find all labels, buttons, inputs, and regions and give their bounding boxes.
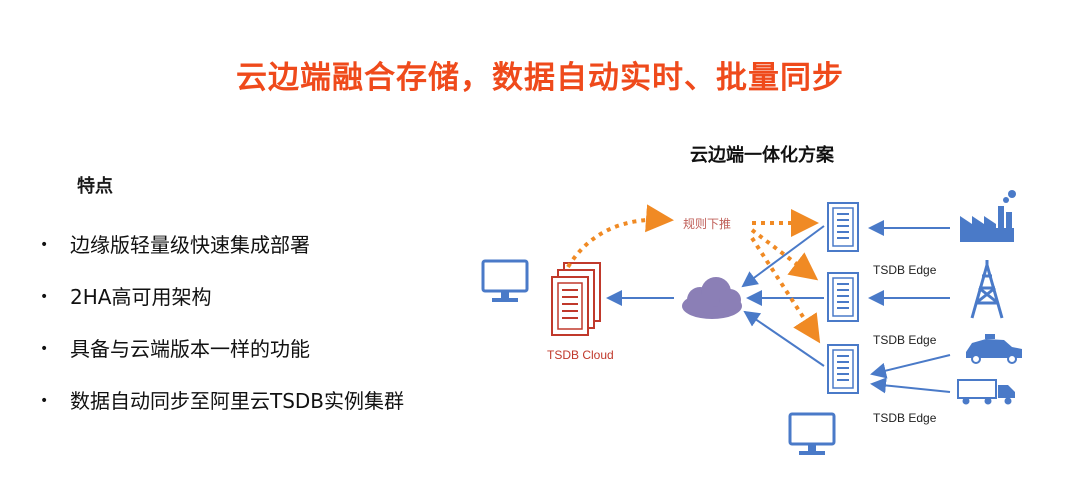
feature-text: 具备与云端版本一样的功能 — [70, 337, 310, 361]
bullet-icon: • — [40, 341, 49, 357]
truck-icon — [957, 379, 1015, 405]
feature-item: • 具备与云端版本一样的功能 — [40, 334, 404, 386]
car-icon — [966, 334, 1022, 364]
bullet-icon: • — [40, 393, 49, 409]
feature-text: 数据自动同步至阿里云TSDB实例集群 — [70, 389, 405, 413]
bullet-icon: • — [40, 289, 49, 305]
diagram-title: 云边端一体化方案 — [690, 145, 834, 166]
edge-label: TSDB Edge — [873, 333, 937, 347]
features-heading: 特点 — [77, 176, 113, 197]
monitor-icon — [788, 412, 836, 457]
feature-item: • 边缘版轻量级快速集成部署 — [40, 230, 404, 282]
feature-item: • 数据自动同步至阿里云TSDB实例集群 — [40, 386, 404, 438]
feature-text: 2HA高可用架构 — [70, 285, 212, 309]
factory-icon — [960, 190, 1016, 242]
feature-text: 边缘版轻量级快速集成部署 — [70, 233, 310, 257]
oil-rig-icon — [970, 260, 1004, 319]
monitor-icon — [481, 259, 529, 304]
server-stack-icon — [827, 344, 859, 394]
cloud-icon — [682, 277, 742, 319]
server-stack-icon — [551, 262, 601, 336]
feature-item: • 2HA高可用架构 — [40, 282, 404, 334]
bullet-icon: • — [40, 237, 49, 253]
edge-label: TSDB Edge — [873, 263, 937, 277]
cloud-label: TSDB Cloud — [547, 348, 614, 362]
edge-label: TSDB Edge — [873, 411, 937, 425]
server-stack-icon — [827, 202, 859, 252]
features-list: • 边缘版轻量级快速集成部署 • 2HA高可用架构 • 具备与云端版本一样的功能 • 数… — [40, 230, 404, 438]
server-stack-icon — [827, 272, 859, 322]
push-label: 规则下推 — [683, 216, 731, 231]
page-title: 云边端融合存储，数据自动实时、批量同步 — [236, 60, 844, 96]
